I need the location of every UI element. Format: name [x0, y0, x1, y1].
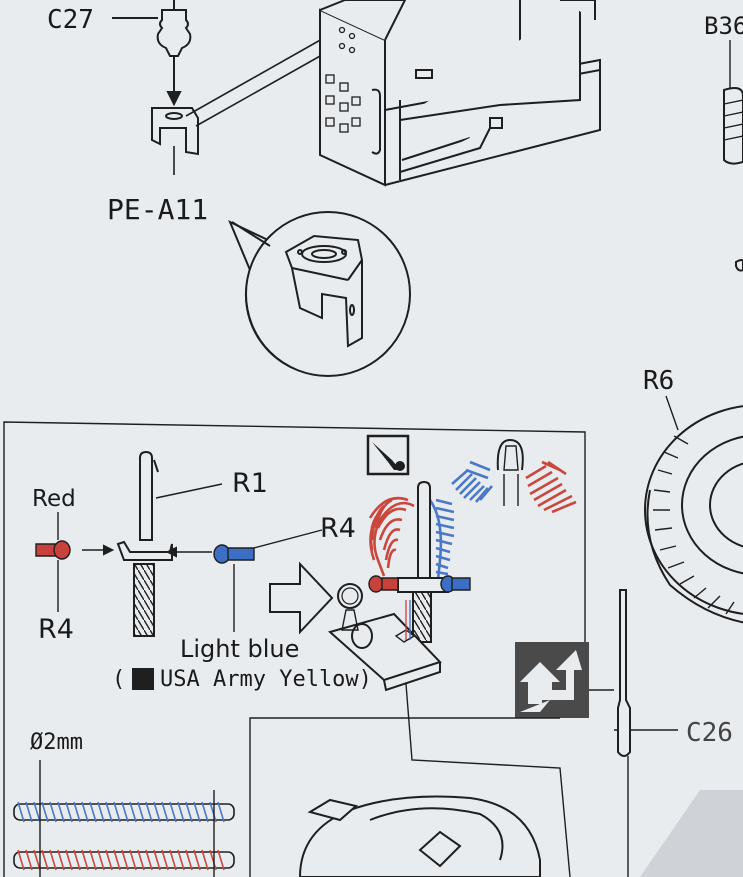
label-usa-army-yellow: USA Army Yellow) — [160, 667, 372, 692]
label-b36: B36 — [704, 12, 743, 40]
label-c27: C27 — [47, 5, 94, 35]
flip-arrows-icon — [515, 642, 589, 718]
pe-a11-callout — [228, 211, 411, 377]
label-r4-left: R4 — [38, 614, 74, 645]
assembled-hose-unit — [368, 460, 577, 581]
label-diameter: Ø2mm — [30, 730, 83, 755]
label-r1: R1 — [232, 468, 268, 499]
paint-drop-icon — [366, 434, 410, 476]
label-r4-right: R4 — [320, 513, 356, 544]
part-r4-red — [35, 512, 71, 612]
bottom-right-shade — [640, 790, 743, 877]
label-c26: C26 — [686, 718, 733, 748]
assembled-post — [327, 438, 524, 692]
frame-assembly — [319, 0, 601, 187]
part-b36 — [723, 40, 743, 272]
label-r6: R6 — [643, 366, 675, 396]
label-red: Red — [32, 486, 76, 512]
part-c26-rod — [617, 589, 631, 757]
part-r1-post — [82, 450, 223, 637]
hose-section-box — [3, 421, 586, 877]
part-r6-tire — [644, 395, 743, 624]
part-c27 — [112, 0, 192, 107]
lower-box — [249, 717, 560, 877]
hollow-arrow-icon — [269, 561, 334, 635]
part-r4-blue — [213, 529, 323, 632]
label-light-blue: Light blue — [180, 635, 300, 663]
paint-code-icon — [132, 668, 154, 690]
seat-part — [298, 795, 541, 877]
label-paren-open: ( — [112, 667, 126, 692]
label-pe-a11: PE-A11 — [107, 193, 209, 226]
wire-spring — [13, 760, 235, 877]
